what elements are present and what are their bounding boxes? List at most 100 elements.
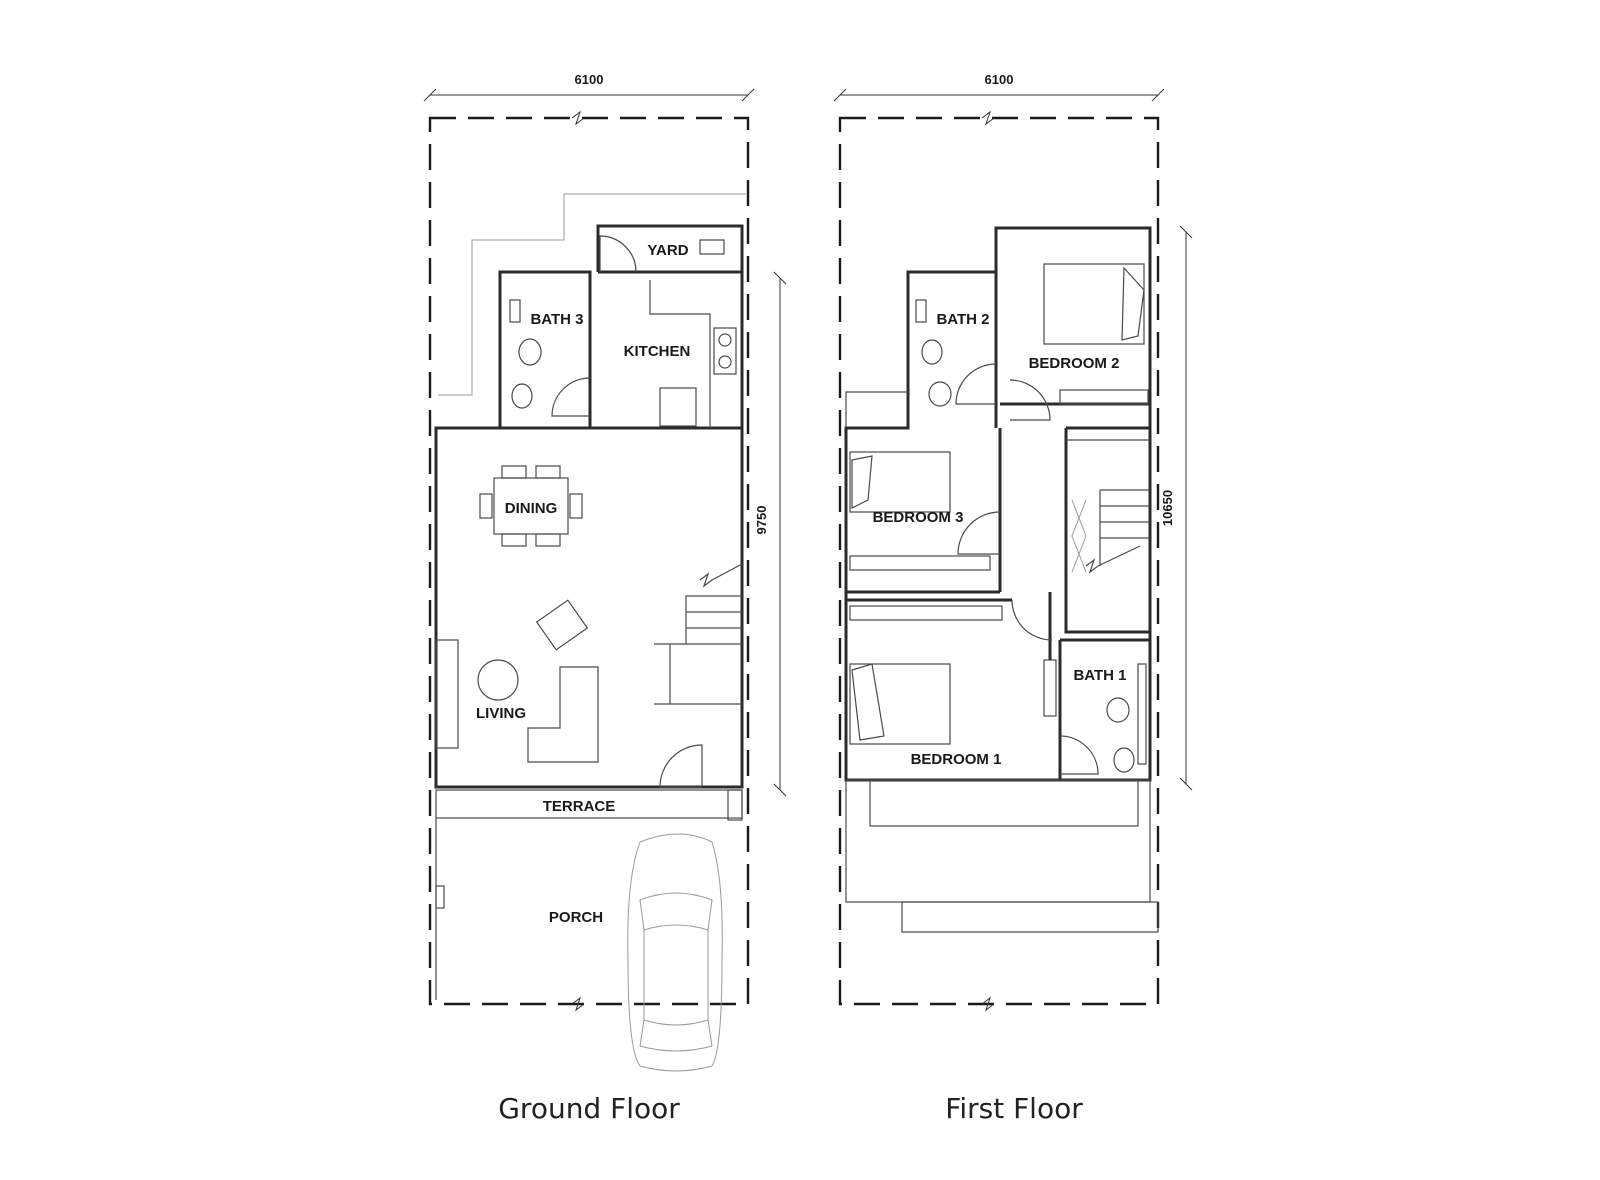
burner-icon — [718, 333, 732, 347]
stove-icon — [713, 327, 737, 375]
chair-icon — [501, 465, 527, 479]
first-floor-caption: First Floor — [945, 1092, 1083, 1125]
fridge-icon — [659, 387, 697, 427]
bedroom1-bed-icon — [849, 663, 951, 745]
porch-gate-post — [435, 885, 445, 909]
dimension-tick — [1151, 88, 1165, 102]
room-label-yard: YARD — [647, 242, 688, 259]
bath2-shower-icon — [915, 299, 927, 323]
room-label-living: LIVING — [476, 705, 526, 722]
dimension-tick — [773, 783, 787, 797]
yard-walls — [596, 224, 744, 428]
bedroom1-wardrobe-icon — [849, 605, 1003, 621]
bath3-door-swing — [551, 377, 591, 417]
bedroom1-door-swing — [1011, 599, 1053, 641]
round-table-icon — [477, 659, 519, 701]
stair-enclosure-walls — [1064, 426, 1150, 634]
tv-console-icon — [435, 639, 459, 749]
ground-stairs — [654, 563, 743, 705]
bedroom2-wardrobe-icon — [1059, 389, 1149, 405]
bedroom3-blanket-fold — [851, 455, 873, 509]
entry-door-swing — [659, 744, 703, 788]
ground-floor-plan: 6100 9750 — [423, 72, 787, 1125]
bedroom2-bed-icon — [1043, 263, 1145, 345]
first-break-mark-top — [981, 110, 995, 126]
chair-icon — [569, 493, 583, 519]
bedroom2-door-swing — [1009, 379, 1051, 421]
chair-icon — [479, 493, 493, 519]
room-label-porch: PORCH — [549, 909, 603, 926]
first-floor-plan: 6100 10650 — [833, 72, 1193, 1125]
first-plot-boundary — [838, 116, 1160, 1006]
room-label-bath1: BATH 1 — [1073, 667, 1126, 684]
ground-break-mark-top — [571, 110, 585, 126]
first-main-walls — [844, 226, 1152, 782]
dimension-tick — [833, 88, 847, 102]
stair-break — [699, 563, 743, 588]
first-depth-label: 10650 — [1160, 490, 1175, 526]
chair-icon — [535, 533, 561, 547]
yard-sink-icon — [699, 239, 725, 255]
car-icon — [627, 833, 723, 1072]
bedroom2-blanket-fold — [1121, 266, 1145, 341]
bedroom3-bed-icon — [849, 451, 951, 513]
bath1-door-swing — [1059, 735, 1099, 775]
first-side-ledge — [845, 391, 908, 428]
first-stairs — [1066, 439, 1150, 574]
first-width-label: 6100 — [985, 72, 1014, 87]
bedroom1-dresser-icon — [1043, 659, 1057, 717]
bedroom3-door-swing — [957, 511, 1001, 555]
bath3-basin-icon — [511, 383, 533, 409]
burner-icon — [718, 355, 732, 369]
first-break-mark-bottom — [981, 996, 995, 1012]
stair-void-x — [1071, 499, 1087, 573]
room-label-terrace: TERRACE — [543, 798, 616, 815]
terrace-post — [727, 789, 743, 821]
ground-back-fence — [438, 193, 746, 396]
room-label-dining: DINING — [505, 500, 558, 517]
ground-plot-boundary — [428, 116, 750, 1006]
car-body — [627, 833, 723, 1072]
bath1-shower-icon — [1137, 663, 1147, 765]
dimension-tick — [741, 88, 755, 102]
room-label-bath3: BATH 3 — [530, 311, 583, 328]
porch-roof-edge — [901, 901, 1159, 933]
armchair-icon — [535, 599, 589, 651]
bath2-toilet-icon — [928, 381, 952, 407]
kitchen-counter — [649, 280, 711, 428]
bedroom1-blanket-fold — [851, 663, 885, 741]
dimension-tick — [1179, 225, 1193, 239]
bath1-toilet-icon — [1106, 697, 1130, 723]
bath2-basin-icon — [921, 339, 943, 365]
car-windshield — [639, 892, 713, 931]
stair-outline — [654, 595, 742, 645]
bath3-walls — [498, 270, 592, 428]
dimension-tick — [773, 271, 787, 285]
bedroom3-wardrobe-icon — [849, 555, 991, 571]
ground-depth-label: 9750 — [754, 506, 769, 535]
chair-icon — [501, 533, 527, 547]
lower-roof — [845, 779, 1151, 903]
ground-floor-caption: Ground Floor — [498, 1092, 680, 1125]
room-label-bedroom1: BEDROOM 1 — [911, 751, 1002, 768]
ground-width-label: 6100 — [575, 72, 604, 87]
ground-main-walls — [434, 426, 744, 789]
bath2-door-swing — [955, 363, 997, 405]
chair-icon — [535, 465, 561, 479]
room-label-bath2: BATH 2 — [936, 311, 989, 328]
room-label-bedroom2: BEDROOM 2 — [1029, 355, 1120, 372]
dining-table-icon — [493, 477, 569, 535]
ground-break-mark-bottom — [571, 996, 585, 1012]
bath3-toilet-icon — [518, 338, 542, 366]
car-rear-window — [639, 1019, 713, 1052]
sofa-icon — [527, 666, 599, 763]
yard-door-swing — [599, 235, 637, 273]
balcony — [869, 779, 1139, 827]
bath3-shower-icon — [509, 299, 521, 323]
dimension-tick — [1179, 777, 1193, 791]
room-label-kitchen: KITCHEN — [624, 343, 691, 360]
room-label-bedroom3: BEDROOM 3 — [873, 509, 964, 526]
stair-break — [1085, 545, 1141, 574]
bath1-basin-icon — [1113, 747, 1135, 773]
